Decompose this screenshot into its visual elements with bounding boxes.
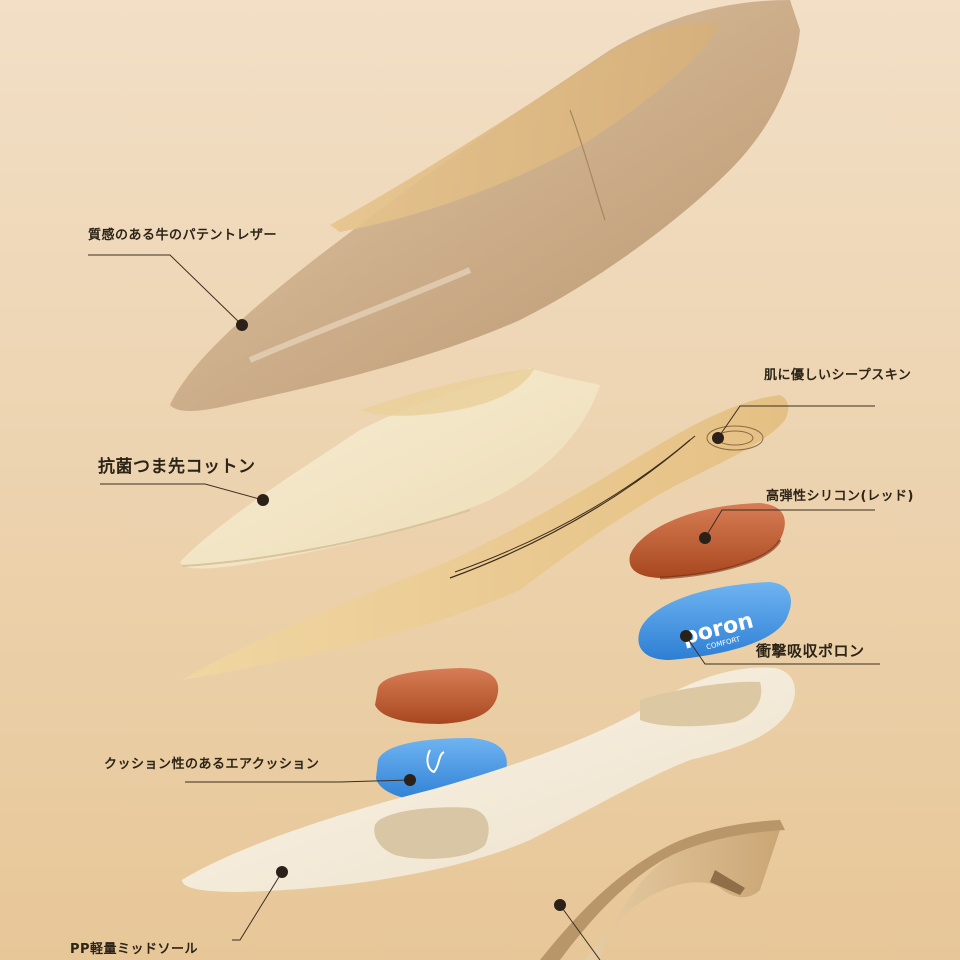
silicone-red-forefoot-pad (375, 668, 499, 724)
callout-lines (88, 254, 880, 960)
poron-shock-pad: poron COMFORT (638, 582, 791, 660)
callout-dots (236, 319, 724, 911)
dot-marker-icon (699, 532, 711, 544)
heel-outsole (540, 820, 785, 960)
dot-marker-icon (712, 432, 724, 444)
label-patent-leather: 質感のある牛のパテントレザー (88, 228, 278, 243)
toe-cotton (180, 368, 600, 569)
upper-patent-leather (170, 0, 800, 412)
dot-marker-icon (276, 866, 288, 878)
label-silicone: 高弾性シリコン(レッド) (766, 489, 914, 504)
dot-marker-icon (404, 774, 416, 786)
dot-marker-icon (236, 319, 248, 331)
label-midsole: PP軽量ミッドソール (70, 942, 199, 957)
dot-marker-icon (554, 899, 566, 911)
label-toe-cotton: 抗菌つま先コットン (98, 457, 256, 477)
label-air-cushion: クッション性のあるエアクッション (104, 757, 320, 772)
label-poron: 衝撃吸収ポロン (756, 642, 865, 660)
label-sheepskin: 肌に優しいシープスキン (764, 368, 912, 383)
sheepskin-lining (182, 395, 789, 680)
dot-marker-icon (257, 494, 269, 506)
pp-midsole (182, 667, 795, 892)
dot-marker-icon (680, 630, 692, 642)
